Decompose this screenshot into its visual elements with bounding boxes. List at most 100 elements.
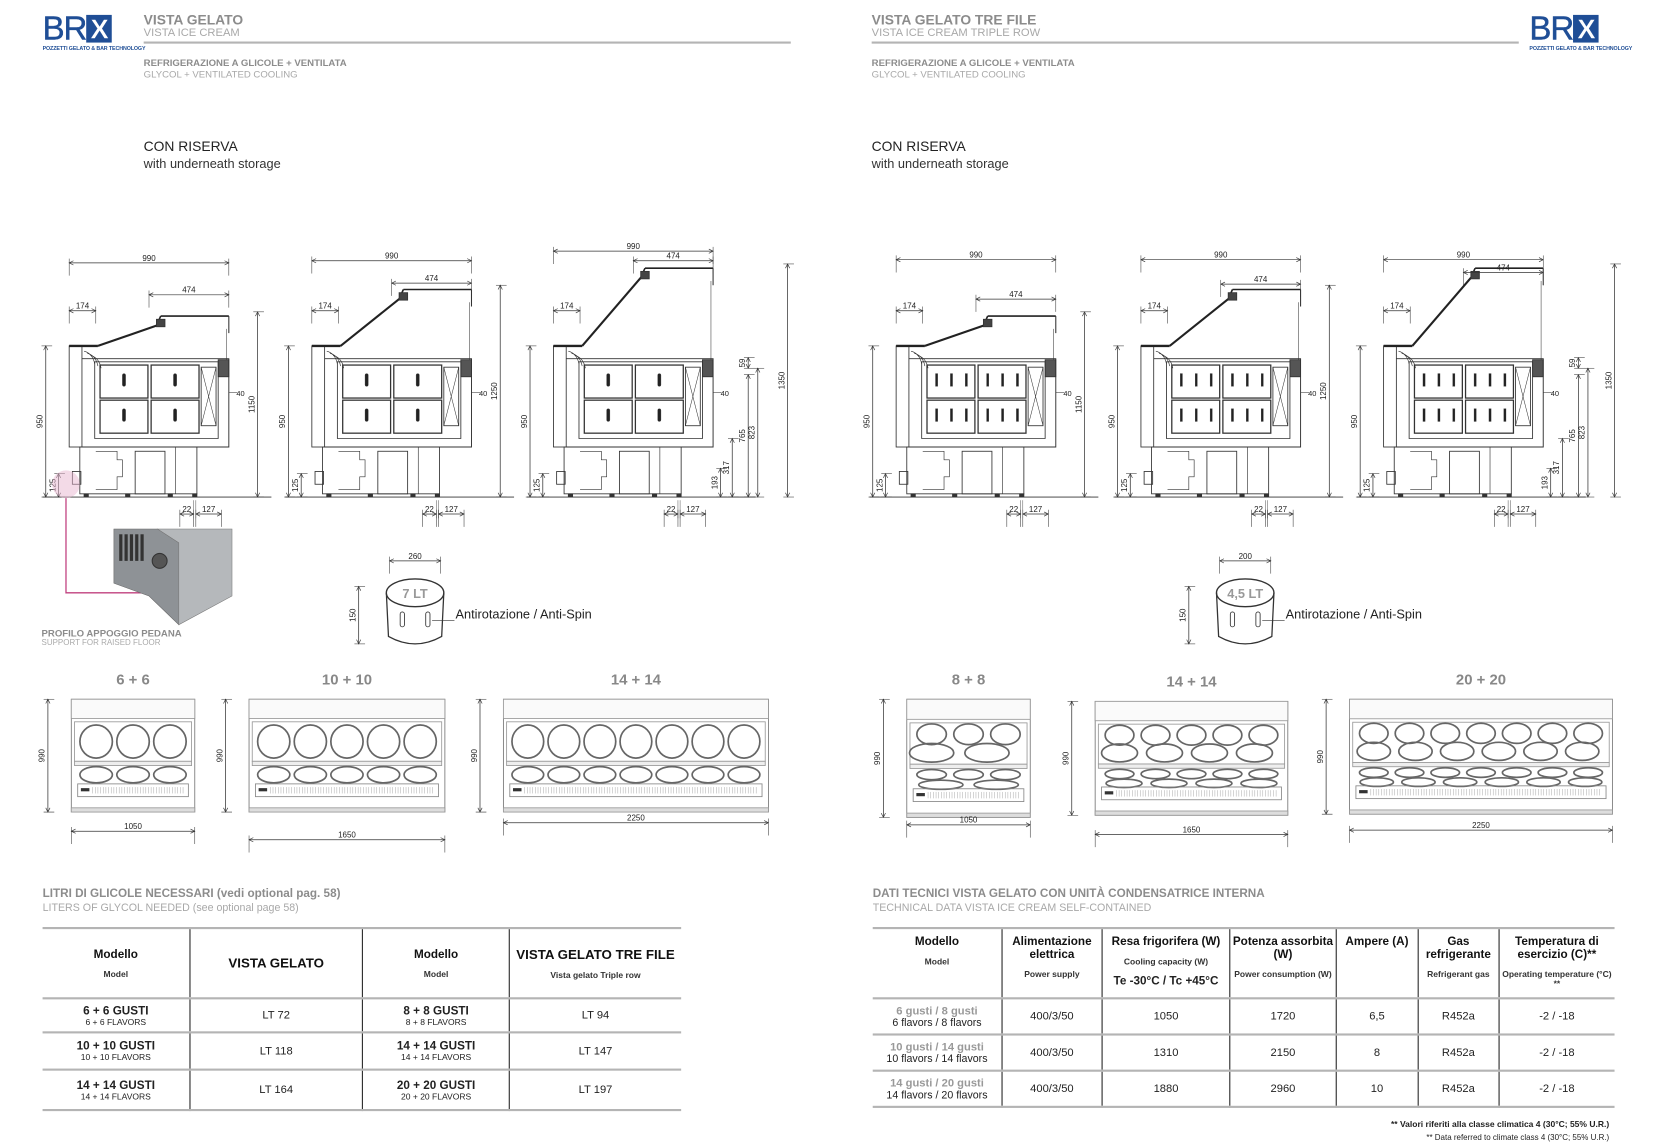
dimension-arrow <box>148 292 230 298</box>
dimension-765: 765 <box>1568 429 1577 443</box>
pan-handle <box>935 408 938 422</box>
well-outline <box>336 361 462 439</box>
rear-dimension: 174 <box>903 302 917 311</box>
dimension-193: 193 <box>710 475 719 489</box>
air-vent <box>571 353 583 367</box>
ice-cream-pan <box>926 399 976 434</box>
model-label: 8 + 8 <box>952 672 986 688</box>
compressor-unit <box>1167 450 1195 490</box>
section-title: CON RISERVA <box>143 138 238 155</box>
ice-cream-pan <box>583 399 633 434</box>
control-label <box>258 788 268 792</box>
ice-cream-pan <box>1222 399 1272 434</box>
anti-spin-slot <box>1229 611 1236 628</box>
control-label <box>1104 791 1114 795</box>
column-title: Gas refrigerante <box>1425 935 1491 962</box>
pan-handle <box>1001 373 1004 387</box>
width-dimension: 990 <box>1457 251 1471 260</box>
dimension-arrow <box>68 308 97 314</box>
counter-height-dimension: 950 <box>863 414 872 428</box>
dimension-arrow <box>527 345 533 498</box>
dimension-317: 317 <box>1552 461 1561 475</box>
front-clip <box>1532 359 1544 378</box>
gelato-tub <box>989 768 1022 781</box>
gelato-tub <box>1212 768 1243 780</box>
model-name-en: 6 flavors / 8 flavors <box>892 1016 982 1029</box>
liters-cell: LT 147 <box>508 1032 682 1070</box>
evaporator <box>1027 366 1044 427</box>
plinth <box>906 812 1031 818</box>
total-height-dimension: 1250 <box>490 382 499 400</box>
storage-base <box>322 446 440 495</box>
curved-glass <box>1169 298 1229 347</box>
model-name: 10 + 10 GUSTI <box>76 1039 155 1053</box>
section-title-right: CON RISERVA <box>871 138 966 155</box>
gelato-tub <box>1140 724 1171 746</box>
pan-handle <box>1488 408 1492 422</box>
glass-offset-dimension: 40 <box>236 389 244 398</box>
air-vent <box>574 355 586 369</box>
dimension-arrow <box>1548 467 1554 498</box>
leg <box>1155 493 1161 498</box>
gelato-tub <box>908 742 955 763</box>
gelato-tub <box>1212 724 1243 746</box>
ventilation-grille <box>912 788 1025 802</box>
foot-b-dimension: 127 <box>202 505 216 514</box>
width-dimension: 2250 <box>627 814 645 823</box>
dimension-arrow <box>1559 437 1565 498</box>
cooling-type-en-right: GLYCOL + VENTILATED COOLING <box>871 69 1026 80</box>
raised-floor-callout <box>52 470 233 626</box>
rear-dimension: 174 <box>1148 302 1162 311</box>
dimension-arrow <box>311 258 473 264</box>
dimension-arrow <box>223 698 229 813</box>
depth-dimension: 990 <box>38 748 47 762</box>
storage-door <box>1206 450 1238 495</box>
leg <box>609 493 615 498</box>
shelf <box>1352 762 1610 768</box>
ice-cream-pan <box>1464 364 1515 399</box>
gelato-tub <box>1567 776 1603 788</box>
pan-handle <box>1195 408 1198 422</box>
model-name-en: 14 + 14 FLAVORS <box>80 1091 151 1102</box>
back-column <box>1383 345 1397 448</box>
gelato-tub <box>1104 768 1135 780</box>
pan-handle <box>1246 408 1249 422</box>
gelato-tub <box>1359 776 1395 788</box>
air-vent <box>83 350 96 365</box>
gelato-tub <box>403 724 438 759</box>
model-label: 10 + 10 <box>322 672 372 688</box>
logo-letters: BR <box>1529 9 1574 47</box>
control-label <box>916 793 925 797</box>
dimension-arrow <box>975 296 1057 302</box>
model-name-en: 10 + 10 FLAVORS <box>80 1052 151 1063</box>
plinth <box>1349 809 1613 815</box>
column-title: Modello <box>914 935 960 949</box>
gelato-tub <box>1430 766 1461 779</box>
leg <box>1019 493 1025 498</box>
pan-handle <box>122 408 126 422</box>
temp-cell: -2 / -18 <box>1498 1034 1615 1071</box>
leg <box>952 493 958 498</box>
ventilation-grille <box>1101 786 1282 801</box>
pan-handle <box>986 373 989 387</box>
pan-handle <box>364 373 369 387</box>
tech-table-heading: DATI TECNICI VISTA GELATO CON UNITÀ COND… <box>872 887 1265 901</box>
drawing-line <box>1272 367 1289 426</box>
ice-cream-pan <box>342 399 392 434</box>
column-subtitle: Cooling capacity (W) <box>1123 956 1209 967</box>
gelato-tub <box>1400 776 1436 788</box>
gelato-tub <box>1501 722 1532 745</box>
dimension-arrow <box>298 472 304 498</box>
model-name: 6 + 6 GUSTI <box>83 1004 149 1017</box>
total-height-dimension: 1150 <box>247 395 256 413</box>
pan-handle <box>986 408 989 422</box>
dimension-arrow <box>1357 345 1363 498</box>
